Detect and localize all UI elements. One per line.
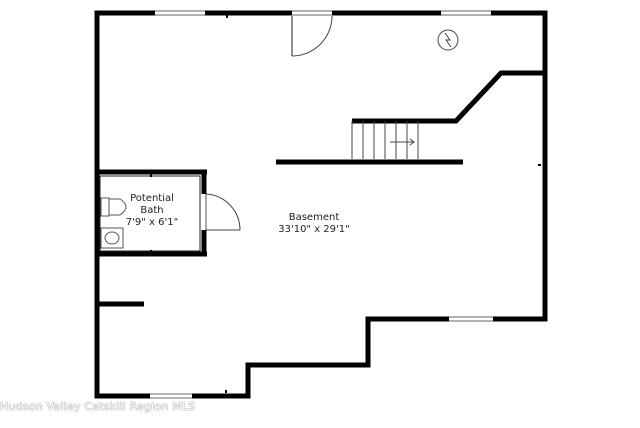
room-dimensions: 7'9" x 6'1" bbox=[125, 217, 179, 228]
bath-door bbox=[205, 193, 241, 231]
room-name: Basement bbox=[288, 212, 340, 223]
sink-icon bbox=[100, 227, 124, 249]
window-top-left bbox=[155, 10, 205, 16]
exterior-wall bbox=[94, 10, 548, 399]
electrical-panel-icon bbox=[437, 29, 459, 51]
room-dimensions: 33'10" x 29'1" bbox=[278, 224, 350, 235]
window-right-lower bbox=[449, 316, 493, 322]
bath-walls bbox=[95, 169, 207, 257]
stair-wall bbox=[352, 70, 545, 124]
room-label-basement: Basement 33'10" x 29'1" bbox=[272, 212, 356, 236]
wall-markers bbox=[150, 15, 541, 393]
room-label-bath: Potential Bath 7'9" x 6'1" bbox=[112, 193, 192, 229]
room-name-line1: Potential bbox=[130, 193, 174, 204]
window-top-right bbox=[441, 10, 491, 16]
watermark: Hudson Valley Catskill Region MLS bbox=[0, 400, 196, 413]
window-bottom bbox=[150, 393, 192, 399]
room-name-line2: Bath bbox=[140, 205, 164, 216]
entry-door bbox=[291, 10, 333, 57]
staircase bbox=[351, 121, 419, 159]
toilet-icon bbox=[100, 197, 127, 217]
